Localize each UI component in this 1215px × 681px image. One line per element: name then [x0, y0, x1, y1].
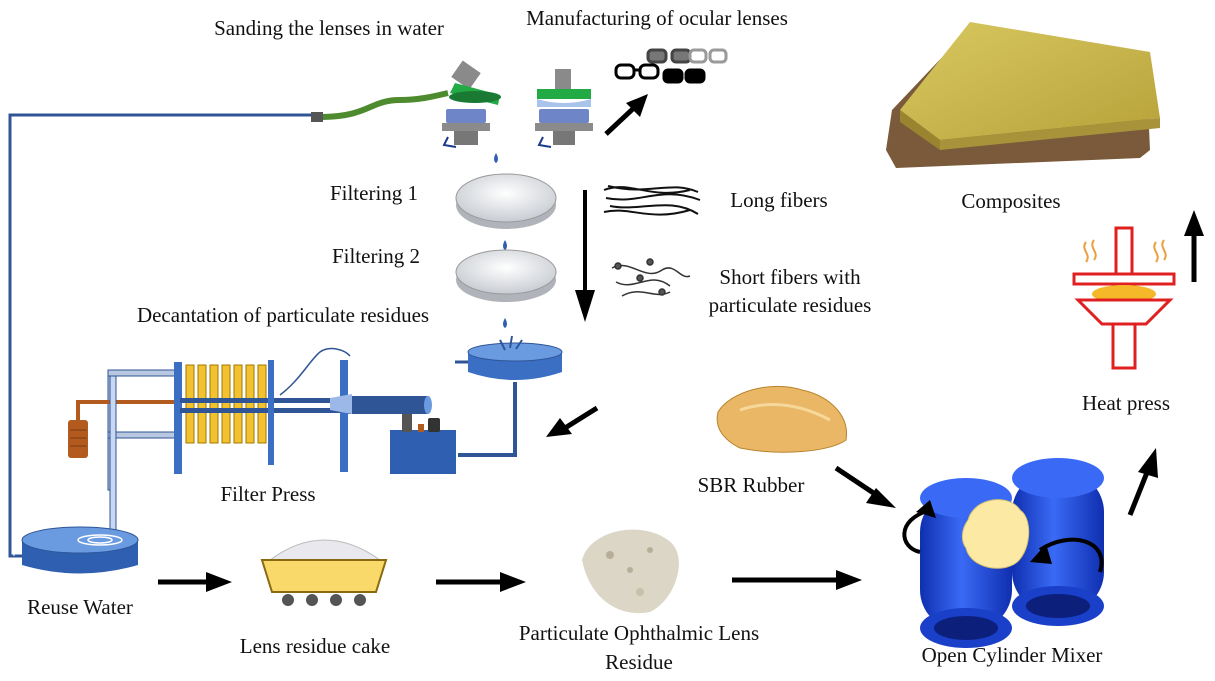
- powder-icon: [582, 529, 679, 614]
- label-filter-press: Filter Press: [220, 482, 315, 506]
- label-particulate-2: Residue: [605, 650, 673, 674]
- fiber-icon: [611, 258, 691, 297]
- filter-press-icon: [68, 347, 456, 537]
- label-decantation: Decantation of particulate residues: [137, 303, 429, 327]
- cart-icon: [260, 539, 388, 606]
- label-lens-residue-cake: Lens residue cake: [240, 634, 390, 658]
- label-particulate-1: Particulate Ophthalmic Lens: [519, 621, 759, 645]
- label-long-fibers: Long fibers: [730, 188, 827, 212]
- sanding-machine-icon: [442, 60, 593, 148]
- label-short-fibers-1: Short fibers with: [719, 265, 861, 289]
- heat-press-icon: [1072, 226, 1176, 370]
- arrow-icon: [604, 94, 648, 136]
- label-manufacturing: Manufacturing of ocular lenses: [526, 6, 788, 30]
- arrow-icon: [158, 570, 862, 592]
- filter-disc-icon: [455, 173, 557, 302]
- label-composites: Composites: [961, 189, 1060, 213]
- return-pipe: [8, 90, 449, 558]
- label-filtering-2: Filtering 2: [332, 244, 420, 268]
- rubber-icon: [716, 386, 847, 453]
- arrow-icon: [834, 465, 896, 508]
- label-filtering-1: Filtering 1: [330, 181, 418, 205]
- arrow-icon: [1184, 210, 1204, 282]
- arrow-icon: [575, 190, 595, 322]
- label-sanding: Sanding the lenses in water: [214, 16, 444, 40]
- label-open-cylinder-mixer: Open Cylinder Mixer: [922, 643, 1103, 667]
- arrow-icon: [546, 405, 599, 437]
- fiber-icon: [603, 185, 701, 216]
- diagram-labels: Sanding the lenses in water Manufacturin…: [27, 6, 1170, 674]
- arrow-icon: [1127, 448, 1158, 516]
- label-sbr-rubber: SBR Rubber: [698, 473, 805, 497]
- label-short-fibers-2: particulate residues: [709, 293, 872, 317]
- water-drop-icon: [494, 153, 507, 328]
- composite-icon: [886, 22, 1160, 168]
- label-reuse-water: Reuse Water: [27, 595, 133, 619]
- pump-icon: [68, 420, 88, 458]
- tank-icon: [21, 526, 139, 574]
- label-heat-press: Heat press: [1082, 391, 1170, 415]
- glasses-icon: [614, 48, 728, 84]
- tank-icon: [455, 335, 563, 460]
- mixer-icon: [902, 458, 1104, 648]
